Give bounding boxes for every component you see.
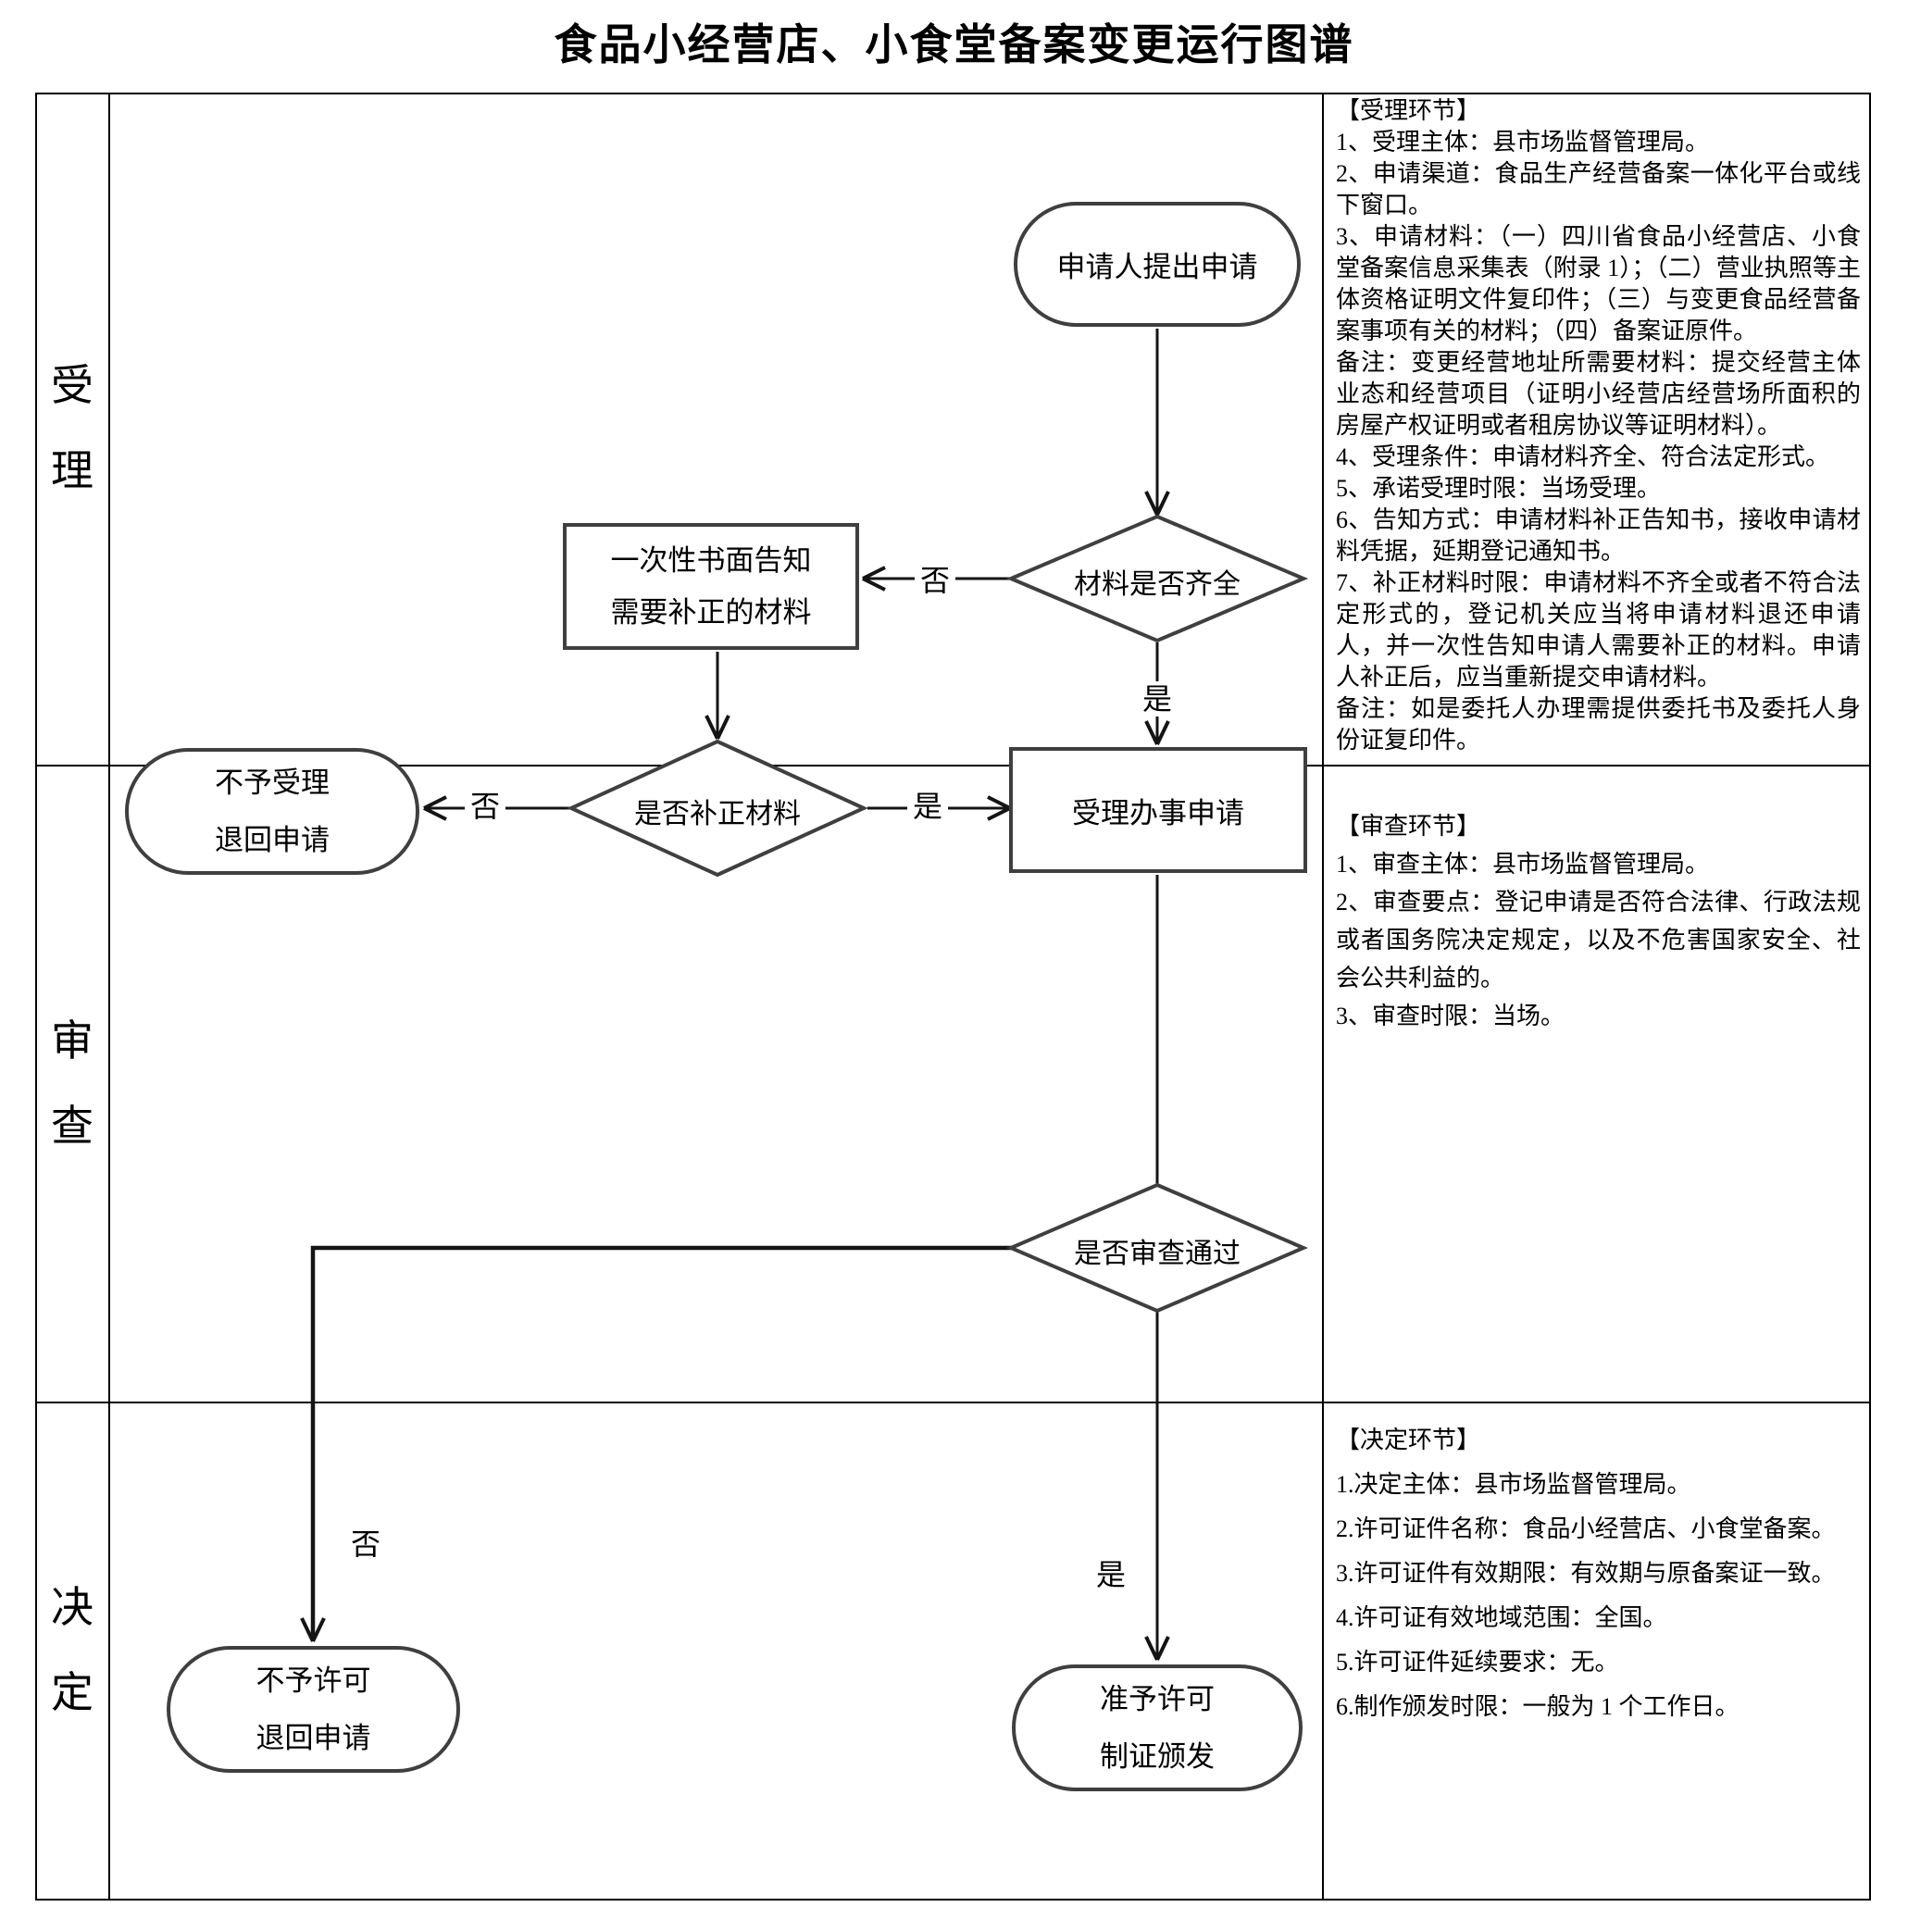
- decision-review-passed: [1005, 1182, 1309, 1314]
- notes-paragraph: 3、审查时限：当场。: [1336, 1003, 1565, 1029]
- notes-paragraph: 备注：变更经营地址所需要材料：提交经营主体业态和经营项目（证明小经营店经营场所面…: [1336, 349, 1861, 439]
- notes-paragraph: 5.许可证件延续要求：无。: [1336, 1649, 1619, 1676]
- stage-accept-char1: 受: [51, 362, 94, 409]
- notes-paragraph: 6.制作颁发时限：一般为 1 个工作日。: [1336, 1693, 1740, 1720]
- notes-paragraph: 备注：如是委托人办理需提供委托书及委托人身份证复印件。: [1336, 695, 1861, 754]
- node-accept-application: 受理办事申请: [1009, 747, 1307, 873]
- notes-paragraph: 5、承诺受理时限：当场受理。: [1336, 475, 1662, 502]
- notes-paragraph: 2、审查要点：登记申请是否符合法律、行政法规或者国务院决定规定，以及不危害国家安…: [1336, 889, 1861, 991]
- table-divider-stage-column: [108, 93, 110, 1899]
- notes-decide-stage: 【决定环节】 1.决定主体：县市场监督管理局。 2.许可证件名称：食品小经营店、…: [1336, 1418, 1861, 1729]
- notes-paragraph: 3、申请材料：（一）四川省食品小经营店、小食堂备案信息采集表（附录 1）；（二）…: [1336, 223, 1861, 344]
- decision-supplement-material: [567, 739, 868, 878]
- notes-paragraph: 6、告知方式：申请材料补正告知书，接收申请材料凭据，延期登记通知书。: [1336, 506, 1861, 565]
- edge-checkreview-no-line: [310, 1245, 1011, 1639]
- table-border-bottom: [35, 1899, 1871, 1901]
- stage-review-char1: 审: [51, 1017, 94, 1065]
- arrowhead-left-icon: [862, 566, 886, 592]
- node-accept-application-label: 受理办事申请: [1072, 796, 1244, 829]
- table-border-top: [35, 93, 1871, 94]
- decision-review-passed-label: 是否审查通过: [1074, 1239, 1241, 1269]
- edge-label-yes3: 是: [1090, 1557, 1132, 1592]
- notes-decide-heading: 【决定环节】: [1336, 1427, 1481, 1453]
- stage-review-char2: 查: [51, 1103, 94, 1150]
- arrowhead-down-icon: [1144, 1636, 1170, 1661]
- notes-paragraph: 1.决定主体：县市场监督管理局。: [1336, 1471, 1691, 1498]
- notes-paragraph: 3.许可证件有效期限：有效期与原备案证一致。: [1336, 1560, 1836, 1587]
- stage-label-review: 审 查: [36, 999, 108, 1169]
- node-grant-license-line2: 制证颁发: [1100, 1739, 1215, 1773]
- notes-review-heading: 【审查环节】: [1336, 813, 1481, 840]
- page-title: 食品小经营店、小食堂备案变更运行图谱: [554, 21, 1354, 69]
- decision-supplement-material-label: 是否补正材料: [634, 799, 801, 829]
- node-deny-license: 不予许可 退回申请: [167, 1646, 460, 1773]
- table-divider-notes-column: [1322, 93, 1324, 1899]
- node-grant-license: 准予许可 制证颁发: [1012, 1664, 1303, 1791]
- stage-label-accept: 受 理: [36, 343, 108, 514]
- arrowhead-right-icon: [987, 795, 1011, 821]
- node-notify-line2: 需要补正的材料: [610, 595, 812, 629]
- edge-label-no3: 否: [344, 1527, 387, 1562]
- notes-paragraph: 2.许可证件名称：食品小经营店、小食堂备案。: [1336, 1515, 1836, 1542]
- arrowhead-down-icon: [1144, 491, 1170, 516]
- edge-label-no2: 否: [464, 789, 506, 824]
- decision-material-complete-label: 材料是否齐全: [1074, 569, 1241, 600]
- notes-review-stage: 【审查环节】 1、审查主体：县市场监督管理局。 2、审查要点：登记申请是否符合法…: [1336, 807, 1861, 1035]
- arrowhead-down-icon: [1144, 720, 1170, 745]
- stage-accept-char2: 理: [51, 447, 94, 494]
- node-notify-correction: 一次性书面告知 需要补正的材料: [563, 523, 859, 650]
- edge-label-yes2: 是: [906, 789, 949, 824]
- table-border-right: [1869, 93, 1871, 1901]
- arrowhead-down-icon: [705, 715, 730, 740]
- notes-paragraph: 2、申请渠道：食品生产经营备案一体化平台或线下窗口。: [1336, 160, 1861, 218]
- edge-label-yes1: 是: [1136, 681, 1178, 717]
- edge-label-no1: 否: [914, 563, 956, 598]
- notes-paragraph: 4、受理条件：申请材料齐全、符合法定形式。: [1336, 443, 1830, 470]
- stage-label-decide: 决 定: [36, 1565, 108, 1736]
- notes-accept-stage: 【受理环节】 1、受理主体：县市场监督管理局。 2、申请渠道：食品生产经营备案一…: [1336, 95, 1861, 756]
- node-deny-license-line1: 不予许可: [256, 1664, 371, 1697]
- notes-paragraph: 1、审查主体：县市场监督管理局。: [1336, 851, 1710, 878]
- notes-accept-heading: 【受理环节】: [1336, 97, 1481, 124]
- notes-paragraph: 7、补正材料时限：申请材料不齐全或者不符合法定形式的，登记机关应当将申请材料退还…: [1336, 569, 1861, 691]
- arrowhead-down-icon: [300, 1617, 326, 1642]
- decision-material-complete: [1005, 514, 1309, 643]
- node-reject-acceptance-line2: 退回申请: [215, 823, 330, 856]
- arrowhead-left-icon: [423, 795, 447, 821]
- stage-decide-char2: 定: [51, 1669, 94, 1716]
- node-grant-license-line1: 准予许可: [1100, 1682, 1215, 1715]
- table-border-left: [35, 93, 37, 1901]
- node-reject-acceptance-line1: 不予受理: [215, 766, 330, 799]
- node-deny-license-line2: 退回申请: [256, 1721, 371, 1754]
- stage-decide-char1: 决: [51, 1584, 94, 1631]
- notes-paragraph: 4.许可证有效地域范围：全国。: [1336, 1604, 1667, 1631]
- table-divider-row2: [35, 1402, 1871, 1403]
- table-divider-row1: [35, 765, 1871, 767]
- node-reject-acceptance: 不予受理 退回申请: [125, 748, 419, 875]
- node-start-label: 申请人提出申请: [1056, 251, 1258, 283]
- notes-paragraph: 1、受理主体：县市场监督管理局。: [1336, 129, 1710, 156]
- node-start: 申请人提出申请: [1014, 202, 1301, 327]
- node-notify-line1: 一次性书面告知: [610, 543, 812, 577]
